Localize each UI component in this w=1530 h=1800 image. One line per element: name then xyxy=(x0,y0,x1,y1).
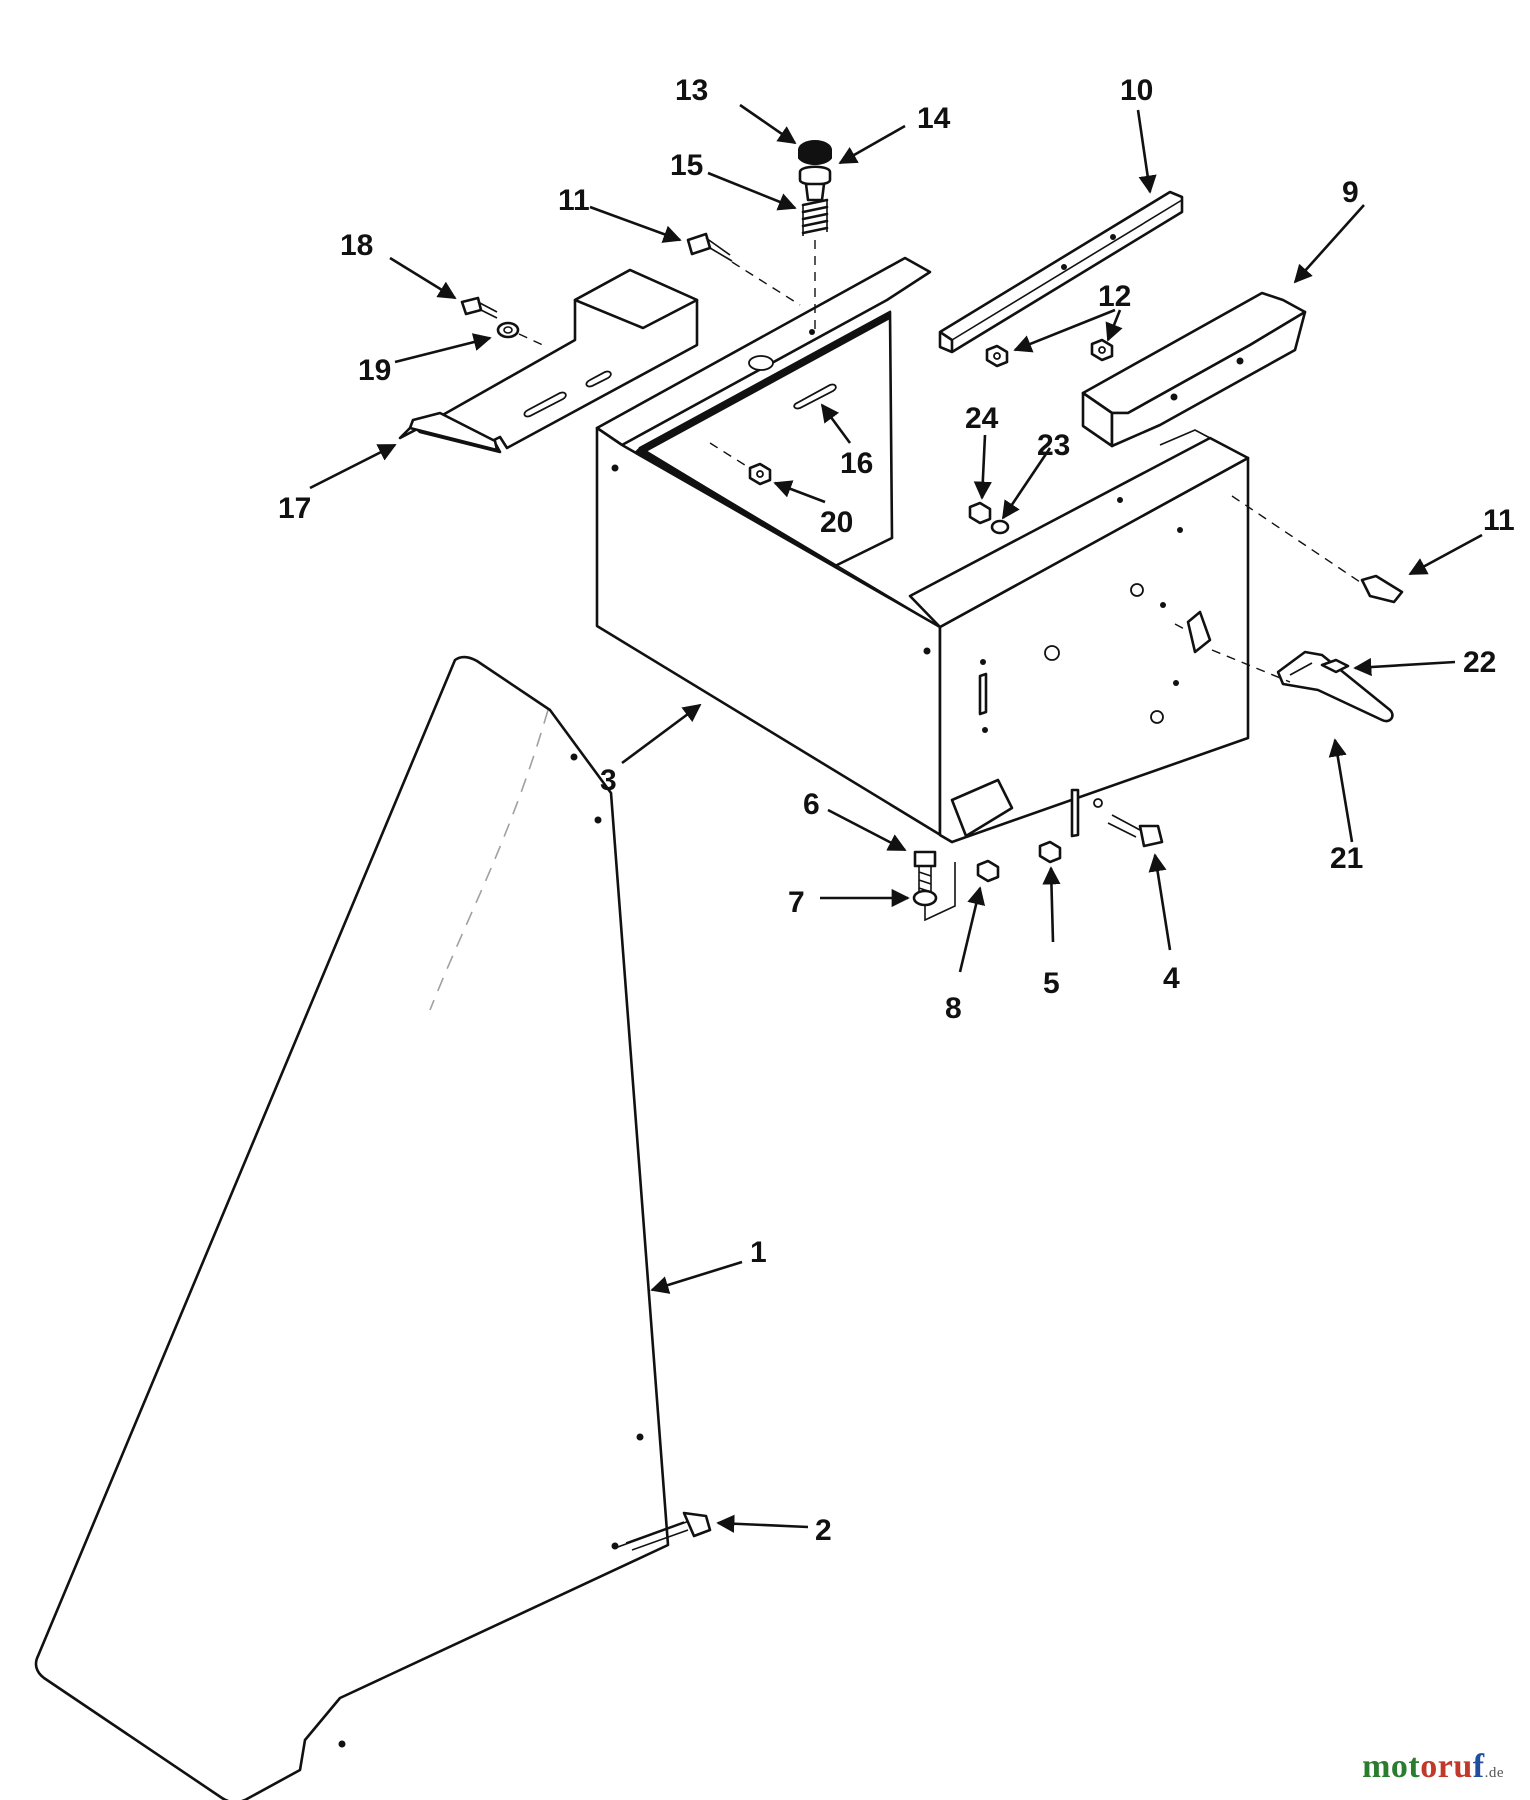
callout-14: 14 xyxy=(917,102,951,135)
pin-14 xyxy=(798,165,832,202)
callout-3: 3 xyxy=(600,764,617,797)
callout-4: 4 xyxy=(1163,962,1180,995)
washer-19 xyxy=(496,321,546,347)
shroud-panel xyxy=(34,655,670,1800)
nut-12a xyxy=(985,344,1009,368)
callout-19: 19 xyxy=(358,354,391,387)
callout-22: 22 xyxy=(1463,646,1496,679)
nut-8 xyxy=(976,859,1000,883)
callout-9: 9 xyxy=(1342,176,1359,209)
screw-22 xyxy=(1320,658,1350,674)
callout-10: 10 xyxy=(1120,74,1153,107)
callout-18: 18 xyxy=(340,229,373,262)
bolt-6 xyxy=(913,850,937,893)
nut-5 xyxy=(1038,840,1062,864)
callout-1: 1 xyxy=(750,1236,767,1269)
bolt-4 xyxy=(1093,798,1164,848)
leaders xyxy=(309,103,1483,1533)
callout-8: 8 xyxy=(945,992,962,1025)
callout-2: 2 xyxy=(815,1514,832,1547)
callout-20: 20 xyxy=(820,506,853,539)
knob-cap-13 xyxy=(798,140,832,165)
spring-15 xyxy=(801,198,829,236)
callout-11-right: 11 xyxy=(1483,504,1515,537)
callout-5: 5 xyxy=(1043,967,1060,1000)
watermark-part-b: oru xyxy=(1420,1748,1473,1785)
top-rail-10 xyxy=(938,190,1184,354)
watermark-logo: motoruf.de xyxy=(1362,1748,1504,1786)
shroud-screw xyxy=(614,1511,712,1551)
left-rail-bracket xyxy=(398,268,699,454)
bolt-18 xyxy=(460,296,498,319)
callout-6: 6 xyxy=(803,788,820,821)
latch-21 xyxy=(1276,650,1394,723)
callout-16: 16 xyxy=(840,447,873,480)
callout-12: 12 xyxy=(1098,280,1131,313)
bolt-11-top xyxy=(686,232,801,306)
watermark-part-a: mot xyxy=(1362,1748,1421,1785)
callout-15: 15 xyxy=(670,149,703,182)
callout-17: 17 xyxy=(278,492,311,525)
callout-13: 13 xyxy=(675,74,708,107)
angle-bracket-9 xyxy=(1081,291,1307,448)
callout-21: 21 xyxy=(1330,842,1363,875)
nut-20 xyxy=(709,442,772,486)
tab-clip xyxy=(1174,610,1291,683)
watermark-part-c: f xyxy=(1472,1748,1485,1785)
box-housing xyxy=(595,256,1250,844)
bolt-11-right xyxy=(1231,495,1404,604)
nut-12b xyxy=(1090,338,1114,362)
washer-23 xyxy=(990,519,1010,535)
nut-24 xyxy=(968,501,992,525)
watermark-suffix: .de xyxy=(1484,1765,1504,1781)
callout-7: 7 xyxy=(788,886,805,919)
callout-24: 24 xyxy=(965,402,999,435)
callout-11-top: 11 xyxy=(558,184,590,217)
washer-7 xyxy=(912,862,956,922)
callout-23: 23 xyxy=(1037,429,1070,462)
callout-labels: 13 14 15 11 18 19 17 10 9 12 16 20 24 23… xyxy=(278,74,1515,1547)
